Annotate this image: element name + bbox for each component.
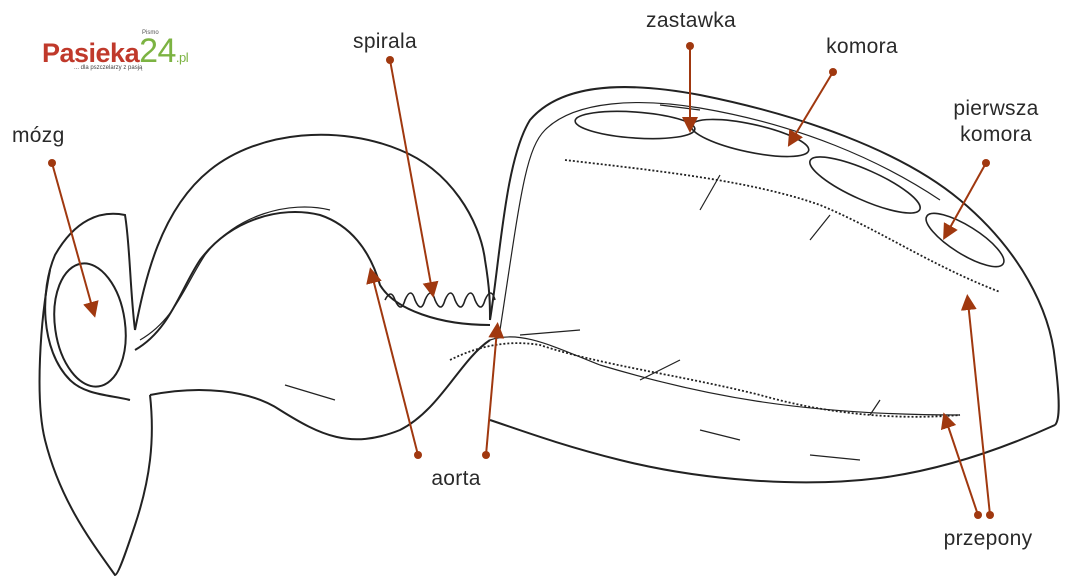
- logo-tld: .pl: [175, 50, 189, 65]
- logo-small-text: Pismo: [142, 30, 159, 36]
- label-pierwsza-komora-line1: pierwsza: [953, 97, 1039, 120]
- thorax-outline: [134, 133, 491, 441]
- pointer-lines: [51, 46, 991, 516]
- head-outline: [38, 212, 153, 577]
- pointer-dots: [48, 42, 994, 519]
- pointer-spirala: [389, 59, 439, 298]
- logo-tagline: ... dla pszczelarzy z pasją: [74, 65, 143, 71]
- label-zastawka: zastawka: [646, 9, 736, 32]
- label-pierwsza-komora: pierwsza komora: [953, 96, 1038, 148]
- label-przepony: przepony: [943, 527, 1033, 550]
- label-pierwsza-komora-line2: komora: [960, 123, 1032, 146]
- pointer-przepony-1: [940, 412, 979, 516]
- abdomen-outline: [489, 86, 1060, 484]
- pointer-komora: [787, 71, 834, 147]
- logo-number: 24: [139, 32, 176, 70]
- pointer-aorta-1: [366, 267, 419, 456]
- heart-chambers: [574, 110, 1005, 268]
- logo-wordmark: Pasieka24.pl: [42, 32, 189, 71]
- pointer-przepony-2: [960, 294, 991, 516]
- label-aorta: aorta: [431, 467, 481, 490]
- pointer-aorta-2: [485, 322, 505, 456]
- label-komora: komora: [826, 35, 898, 58]
- label-mozg: mózg: [12, 124, 65, 147]
- pointer-mozg: [51, 162, 99, 318]
- diaphragm-lines: [449, 159, 1001, 418]
- flow-arrows: [284, 104, 881, 461]
- spiral-aorta: [384, 292, 496, 308]
- pointer-pierwsza-komora: [943, 162, 987, 240]
- logo-brand: Pasieka: [42, 38, 140, 68]
- pasieka24-logo: Pismo Pasieka24.pl ... dla pszczelarzy z…: [42, 30, 192, 80]
- label-spirala: spirala: [353, 30, 417, 53]
